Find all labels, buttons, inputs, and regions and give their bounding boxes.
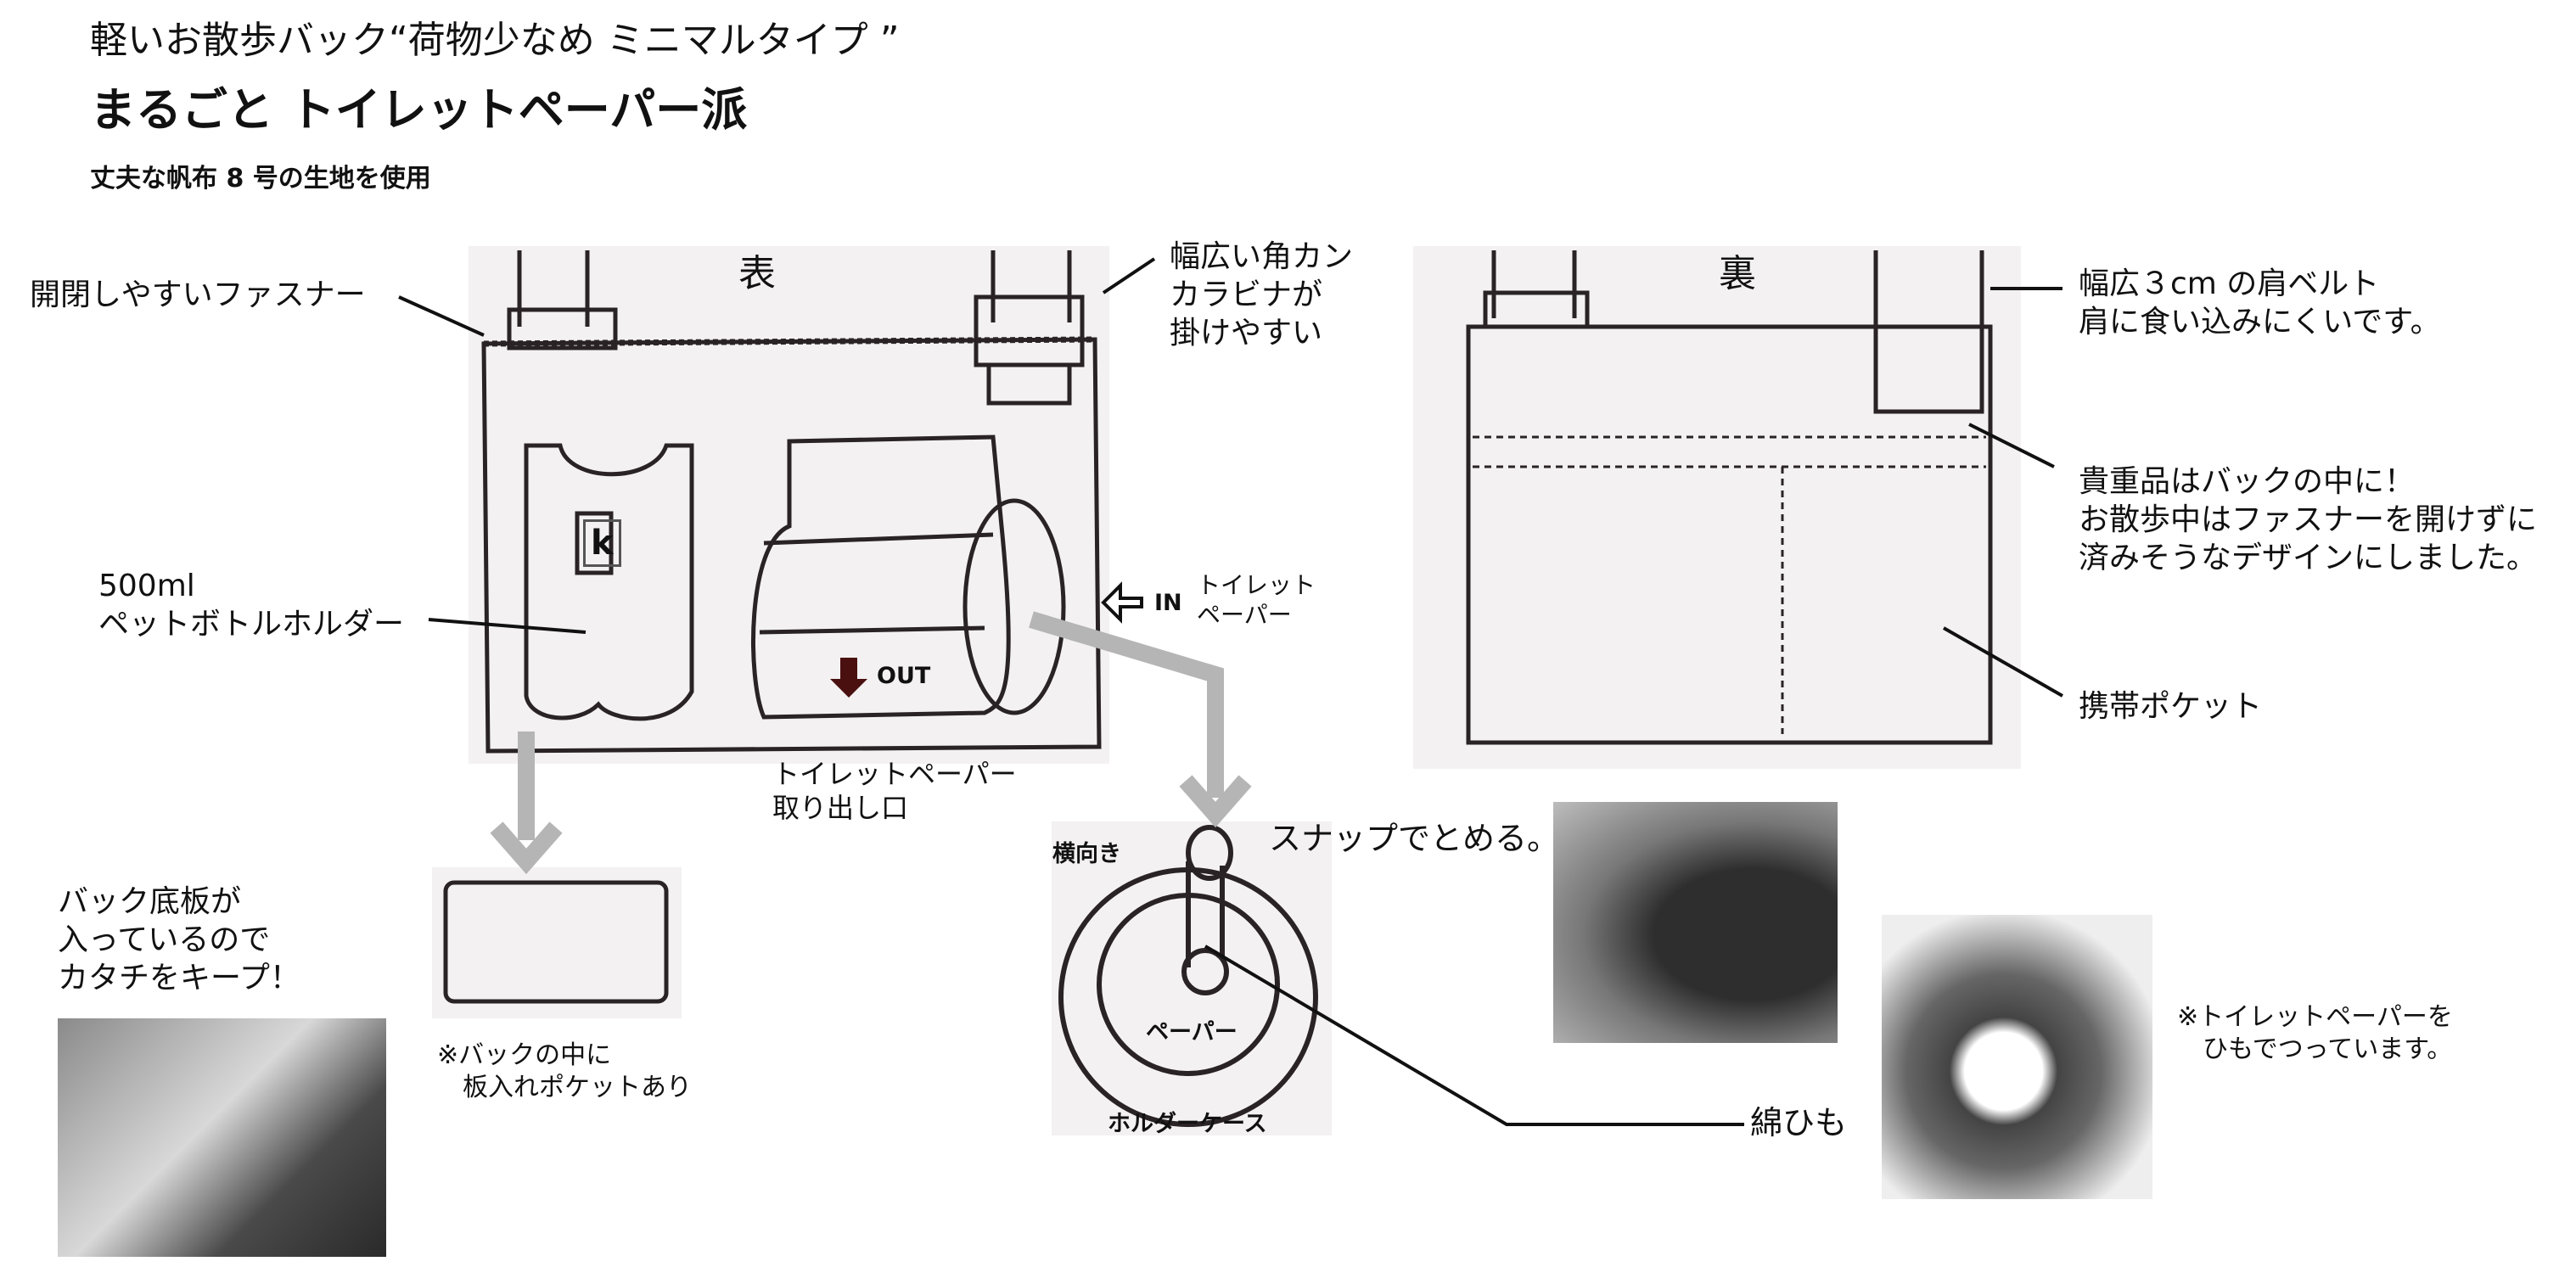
pocket-note: 携帯ポケット xyxy=(2079,689,2263,724)
outlet-note-line: トイレットペーパー xyxy=(772,758,1017,790)
strap-note: 幅広３cm の肩ベルト 肩に食い込みにくいです。 xyxy=(2079,265,2441,341)
zipper-photo xyxy=(1553,802,1838,1043)
side-label: 横向き xyxy=(1052,841,1121,867)
outlet-note: トイレットペーパー 取り出し口 xyxy=(772,757,1017,825)
paper-label: ペーパー xyxy=(1146,1019,1237,1046)
valuables-note-line: 貴重品はバックの中に！ xyxy=(2079,464,2416,499)
back-bag-sketch xyxy=(1413,246,2021,769)
logo-k: k xyxy=(583,519,621,567)
bottle-note-line: ペットボトルホルダー xyxy=(98,607,405,642)
ring-note: 幅広い角カン カラビナが 掛けやすい xyxy=(1170,238,1353,352)
out-arrow-icon xyxy=(830,658,867,698)
ring-note-line: 幅広い角カン xyxy=(1170,239,1354,274)
board-note-line: バック底板が xyxy=(58,884,242,919)
board-pocket-line: 板入れポケットあり xyxy=(437,1072,692,1102)
valuables-note-line: 済みそうなデザインにしました。 xyxy=(2079,541,2538,575)
board-pocket-line: ※バックの中に xyxy=(437,1040,612,1070)
valuables-note-line: お散歩中はファスナーを開けずに xyxy=(2079,502,2538,537)
bottle-note-line: 500ml xyxy=(98,569,195,603)
roll-sketch xyxy=(1052,821,1332,1135)
string-note: 綿ひも xyxy=(1750,1104,1848,1141)
leader-lines xyxy=(398,257,2063,1126)
in-note-line: ペーパー xyxy=(1197,601,1292,629)
zipper-note: 開閉しやすいファスナー xyxy=(30,278,366,312)
strap-note-line: 幅広３cm の肩ベルト xyxy=(2079,266,2380,301)
board-note: バック底板が 入っているので カタチをキープ！ xyxy=(58,883,300,997)
case-label: ホルダーケース xyxy=(1108,1111,1267,1137)
front-label: 表 xyxy=(738,252,776,295)
board-note-line: 入っているので xyxy=(58,922,271,957)
bag-board-photo xyxy=(58,1018,386,1257)
board-sketch xyxy=(432,867,682,1018)
ring-note-line: 掛けやすい xyxy=(1170,316,1323,350)
back-label: 裏 xyxy=(1719,252,1756,295)
board-pocket-note: ※バックの中に 板入れポケットあり xyxy=(437,1040,692,1103)
outlet-note-line: 取り出し口 xyxy=(772,792,909,824)
bottle-note: 500ml ペットボトルホルダー xyxy=(98,567,404,643)
main-title: まるごと トイレットペーパー派 xyxy=(90,83,748,137)
hang-note-line: ひもでつっています。 xyxy=(2177,1034,2453,1064)
hang-note: ※トイレットペーパーを ひもでつっています。 xyxy=(2177,1001,2453,1065)
board-note-line: カタチをキープ！ xyxy=(58,961,300,995)
gray-arrows xyxy=(518,611,1224,840)
valuables-note: 貴重品はバックの中に！ お散歩中はファスナーを開けずに 済みそうなデザインにしま… xyxy=(2079,463,2537,577)
front-bag-sketch xyxy=(469,246,1109,764)
subtitle: 丈夫な帆布 8 号の生地を使用 xyxy=(90,164,431,193)
in-arrow-icon xyxy=(1101,581,1143,624)
roll-inside-photo xyxy=(1882,915,2152,1199)
ring-note-line: カラビナが xyxy=(1170,278,1323,312)
in-note-line: トイレット xyxy=(1197,571,1316,599)
in-label: IN xyxy=(1154,590,1182,616)
out-label: OUT xyxy=(877,663,931,689)
strap-note-line: 肩に食い込みにくいです。 xyxy=(2079,305,2441,339)
in-note: トイレット ペーパー xyxy=(1197,570,1316,630)
snap-note: スナップでとめる。 xyxy=(1269,820,1560,857)
title-line: 軽いお散歩バック“荷物少なめ ミニマルタイプ ” xyxy=(90,19,900,62)
hang-note-line: ※トイレットペーパーを xyxy=(2177,1002,2453,1032)
